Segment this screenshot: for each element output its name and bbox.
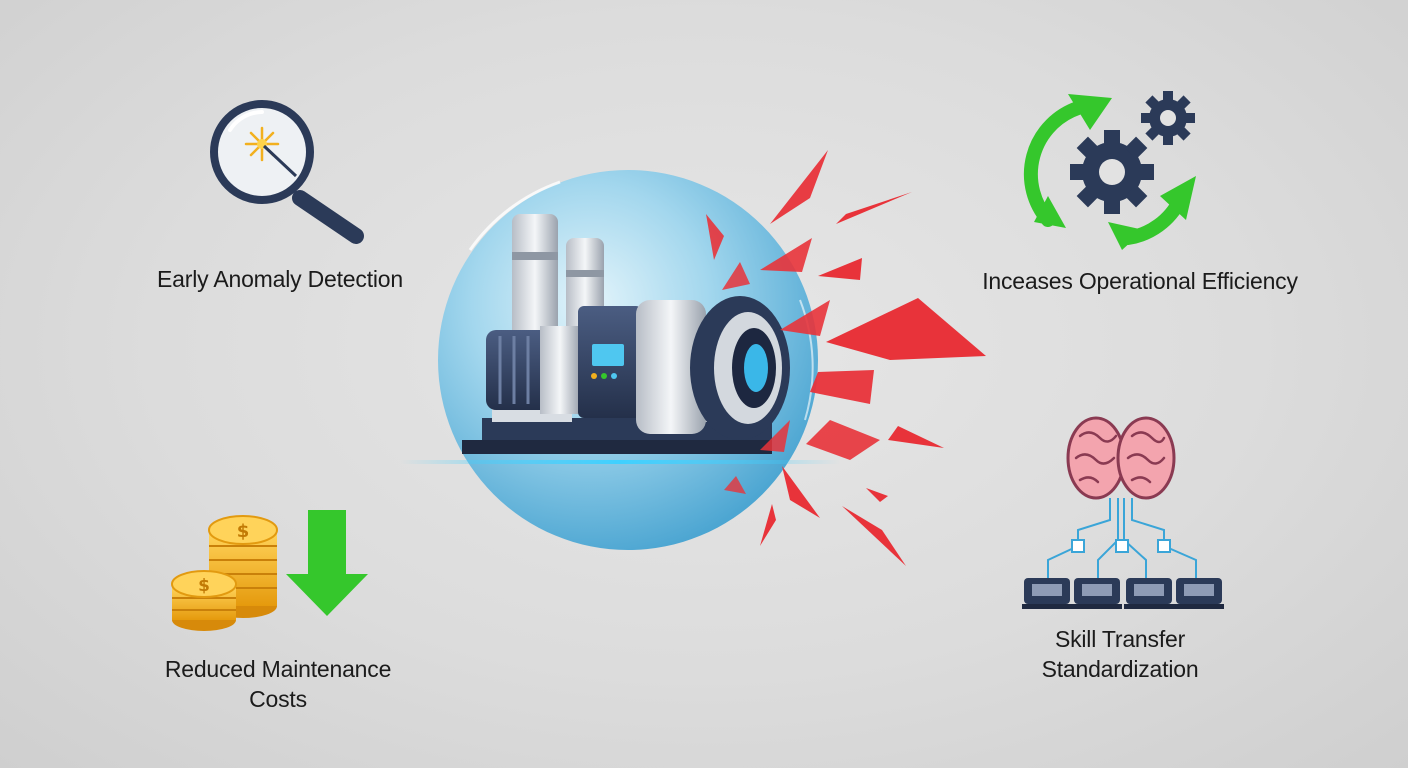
reduced-maintenance-line1: Reduced Maintenance: [164, 656, 392, 682]
early-anomaly-detection-label: Early Anomaly Detection: [130, 264, 430, 294]
skill-transfer-standardization-label: Skill Transfer Standardization: [990, 624, 1250, 684]
industrial-pump-bubble: [400, 170, 840, 550]
operational-efficiency-label: Inceases Operational Efficiency: [960, 266, 1320, 296]
skill-transfer-line1: Skill Transfer: [1054, 626, 1186, 652]
coin-stack-icon: $ $: [171, 515, 278, 631]
down-arrow-icon: [286, 510, 368, 616]
gears-cycle-icon: [1023, 91, 1196, 250]
shattering-shards: [706, 150, 986, 566]
early-anomaly-detection-text: Early Anomaly Detection: [157, 266, 403, 292]
brain-icon: [1066, 416, 1176, 500]
coins-down-arrow-icon: $ $: [171, 510, 368, 631]
operational-efficiency-text: Inceases Operational Efficiency: [982, 268, 1298, 294]
skill-transfer-line2: Standardization: [1041, 656, 1199, 682]
reduced-maintenance-costs-label: Reduced Maintenance Costs: [128, 654, 428, 714]
svg-text:$: $: [198, 576, 210, 596]
reduced-maintenance-line2: Costs: [249, 686, 307, 712]
brain-network-icon: [1022, 416, 1224, 609]
magnifier-icon: [210, 100, 364, 244]
svg-text:$: $: [237, 521, 250, 542]
